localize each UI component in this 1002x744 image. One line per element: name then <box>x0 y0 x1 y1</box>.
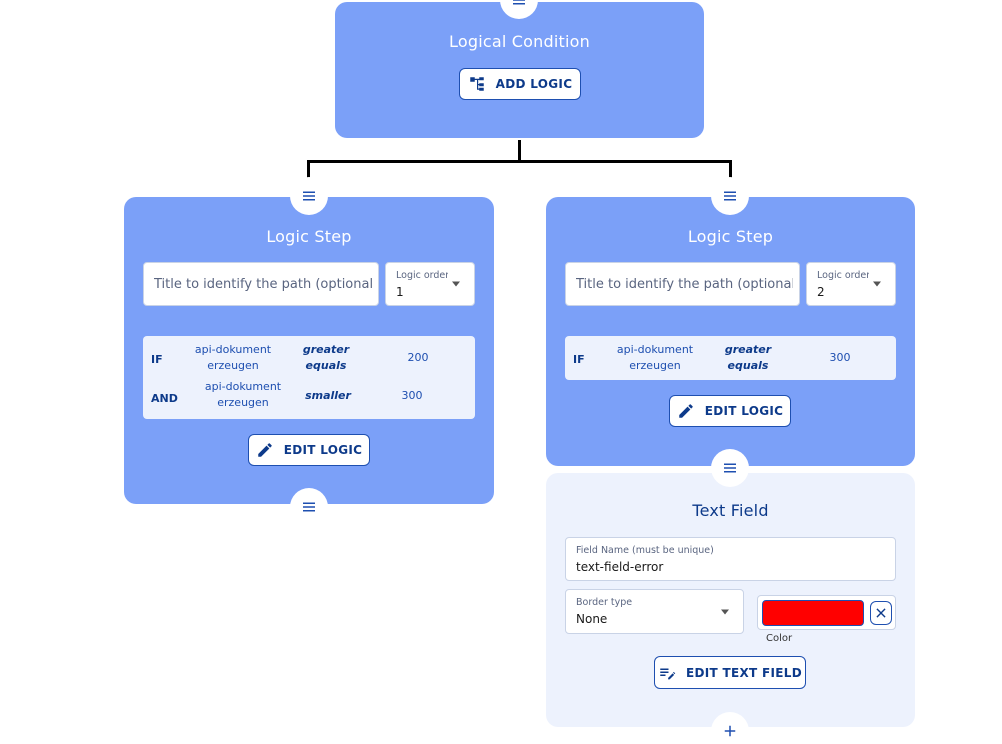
pencil-icon <box>257 443 272 457</box>
logic-step-1-bottom-handle[interactable] <box>290 488 328 526</box>
text-field-title: Text Field <box>692 501 769 520</box>
condition-field-line1: api-dokument <box>616 343 694 356</box>
condition-value: 300 <box>829 351 851 364</box>
condition-value: 300 <box>401 389 423 402</box>
condition-field-line2: erzeugen <box>629 359 681 372</box>
path-title-placeholder: Title to identify the path (optional) <box>576 276 793 292</box>
menu-icon <box>724 191 736 201</box>
color-label: Color <box>766 633 793 644</box>
condition-field-line1: api-dokument <box>204 380 282 393</box>
edit-text-field-button[interactable]: EDIT TEXT FIELD <box>654 656 806 689</box>
edit-logic-label: EDIT LOGIC <box>283 443 363 457</box>
chevron-down-icon <box>452 281 460 287</box>
field-name-value: text-field-error <box>576 560 664 574</box>
add-logic-label: ADD LOGIC <box>495 77 573 91</box>
logic-step-title: Logic Step <box>687 227 774 246</box>
condition-field-line1: api-dokument <box>194 343 272 356</box>
border-type-select[interactable]: Border type None <box>565 589 744 634</box>
condition-row: AND api-dokument erzeugen smaller 300 <box>143 379 475 419</box>
logic-step-card-2: Logic Step Title to identify the path (o… <box>546 197 915 466</box>
logical-condition-drag-handle[interactable] <box>500 0 538 19</box>
edit-logic-button[interactable]: EDIT LOGIC <box>248 434 370 466</box>
edit-logic-button[interactable]: EDIT LOGIC <box>669 395 791 427</box>
condition-field-line2: erzeugen <box>217 396 269 409</box>
menu-icon <box>724 463 736 473</box>
connector-horizontal <box>307 160 732 163</box>
logical-condition-title: Logical Condition <box>449 32 590 51</box>
logic-order-select[interactable]: Logic order 2 <box>806 262 896 306</box>
conditions-box: IF api-dokument erzeugen greater equals … <box>143 336 475 419</box>
condition-operator-line2: equals <box>305 359 347 372</box>
connector-right-drop <box>729 160 732 178</box>
menu-icon <box>303 191 315 201</box>
conditions-box: IF api-dokument erzeugen greater equals … <box>565 336 896 380</box>
path-title-input[interactable]: Title to identify the path (optional) <box>143 262 379 306</box>
logic-step-2-drag-handle[interactable] <box>711 177 749 215</box>
text-field-drag-handle[interactable] <box>711 449 749 487</box>
condition-value: 200 <box>407 351 429 364</box>
logic-order-label: Logic order <box>396 270 448 281</box>
condition-field-line2: erzeugen <box>207 359 259 372</box>
color-picker[interactable] <box>757 595 896 630</box>
condition-row: IF api-dokument erzeugen greater equals … <box>565 340 896 380</box>
condition-keyword: AND <box>151 392 178 405</box>
condition-keyword: IF <box>151 353 163 366</box>
clear-color-button[interactable] <box>870 601 892 625</box>
logic-order-value: 1 <box>396 285 404 299</box>
logic-order-select[interactable]: Logic order 1 <box>385 262 475 306</box>
close-icon <box>876 608 886 618</box>
edit-text-field-label: EDIT TEXT FIELD <box>686 665 802 680</box>
logical-condition-card: Logical Condition ADD LOGIC <box>335 2 704 138</box>
border-type-label: Border type <box>576 597 633 608</box>
condition-keyword: IF <box>573 353 585 366</box>
text-field-card: Text Field Field Name (must be unique) t… <box>546 473 915 727</box>
menu-icon <box>513 0 525 5</box>
condition-row: IF api-dokument erzeugen greater equals … <box>143 340 475 380</box>
connector-vertical-top <box>518 140 521 162</box>
logic-step-card-1: Logic Step Title to identify the path (o… <box>124 197 494 504</box>
chevron-down-icon <box>721 609 729 614</box>
color-swatch[interactable] <box>762 600 864 626</box>
connector-left-drop <box>307 160 310 178</box>
logic-step-1-drag-handle[interactable] <box>290 177 328 215</box>
add-node-button[interactable] <box>711 712 749 744</box>
condition-operator-line1: greater <box>302 343 350 356</box>
condition-operator-line2: equals <box>727 359 769 372</box>
chevron-down-icon <box>873 281 881 287</box>
edit-note-icon <box>660 668 676 679</box>
pencil-icon <box>678 404 693 418</box>
menu-icon <box>303 502 315 512</box>
hierarchy-icon <box>469 77 484 91</box>
add-logic-button[interactable]: ADD LOGIC <box>459 68 581 100</box>
condition-operator-line1: smaller <box>305 389 351 402</box>
plus-icon <box>724 725 736 737</box>
logic-order-label: Logic order <box>817 270 869 281</box>
path-title-input[interactable]: Title to identify the path (optional) <box>565 262 800 306</box>
path-title-placeholder: Title to identify the path (optional) <box>154 276 372 292</box>
edit-logic-label: EDIT LOGIC <box>704 404 784 418</box>
field-name-input[interactable]: Field Name (must be unique) text-field-e… <box>565 537 896 581</box>
condition-operator-line1: greater <box>724 343 772 356</box>
logic-order-value: 2 <box>817 285 825 299</box>
border-type-value: None <box>576 612 608 626</box>
logic-step-title: Logic Step <box>266 227 352 246</box>
field-name-label: Field Name (must be unique) <box>576 545 714 556</box>
